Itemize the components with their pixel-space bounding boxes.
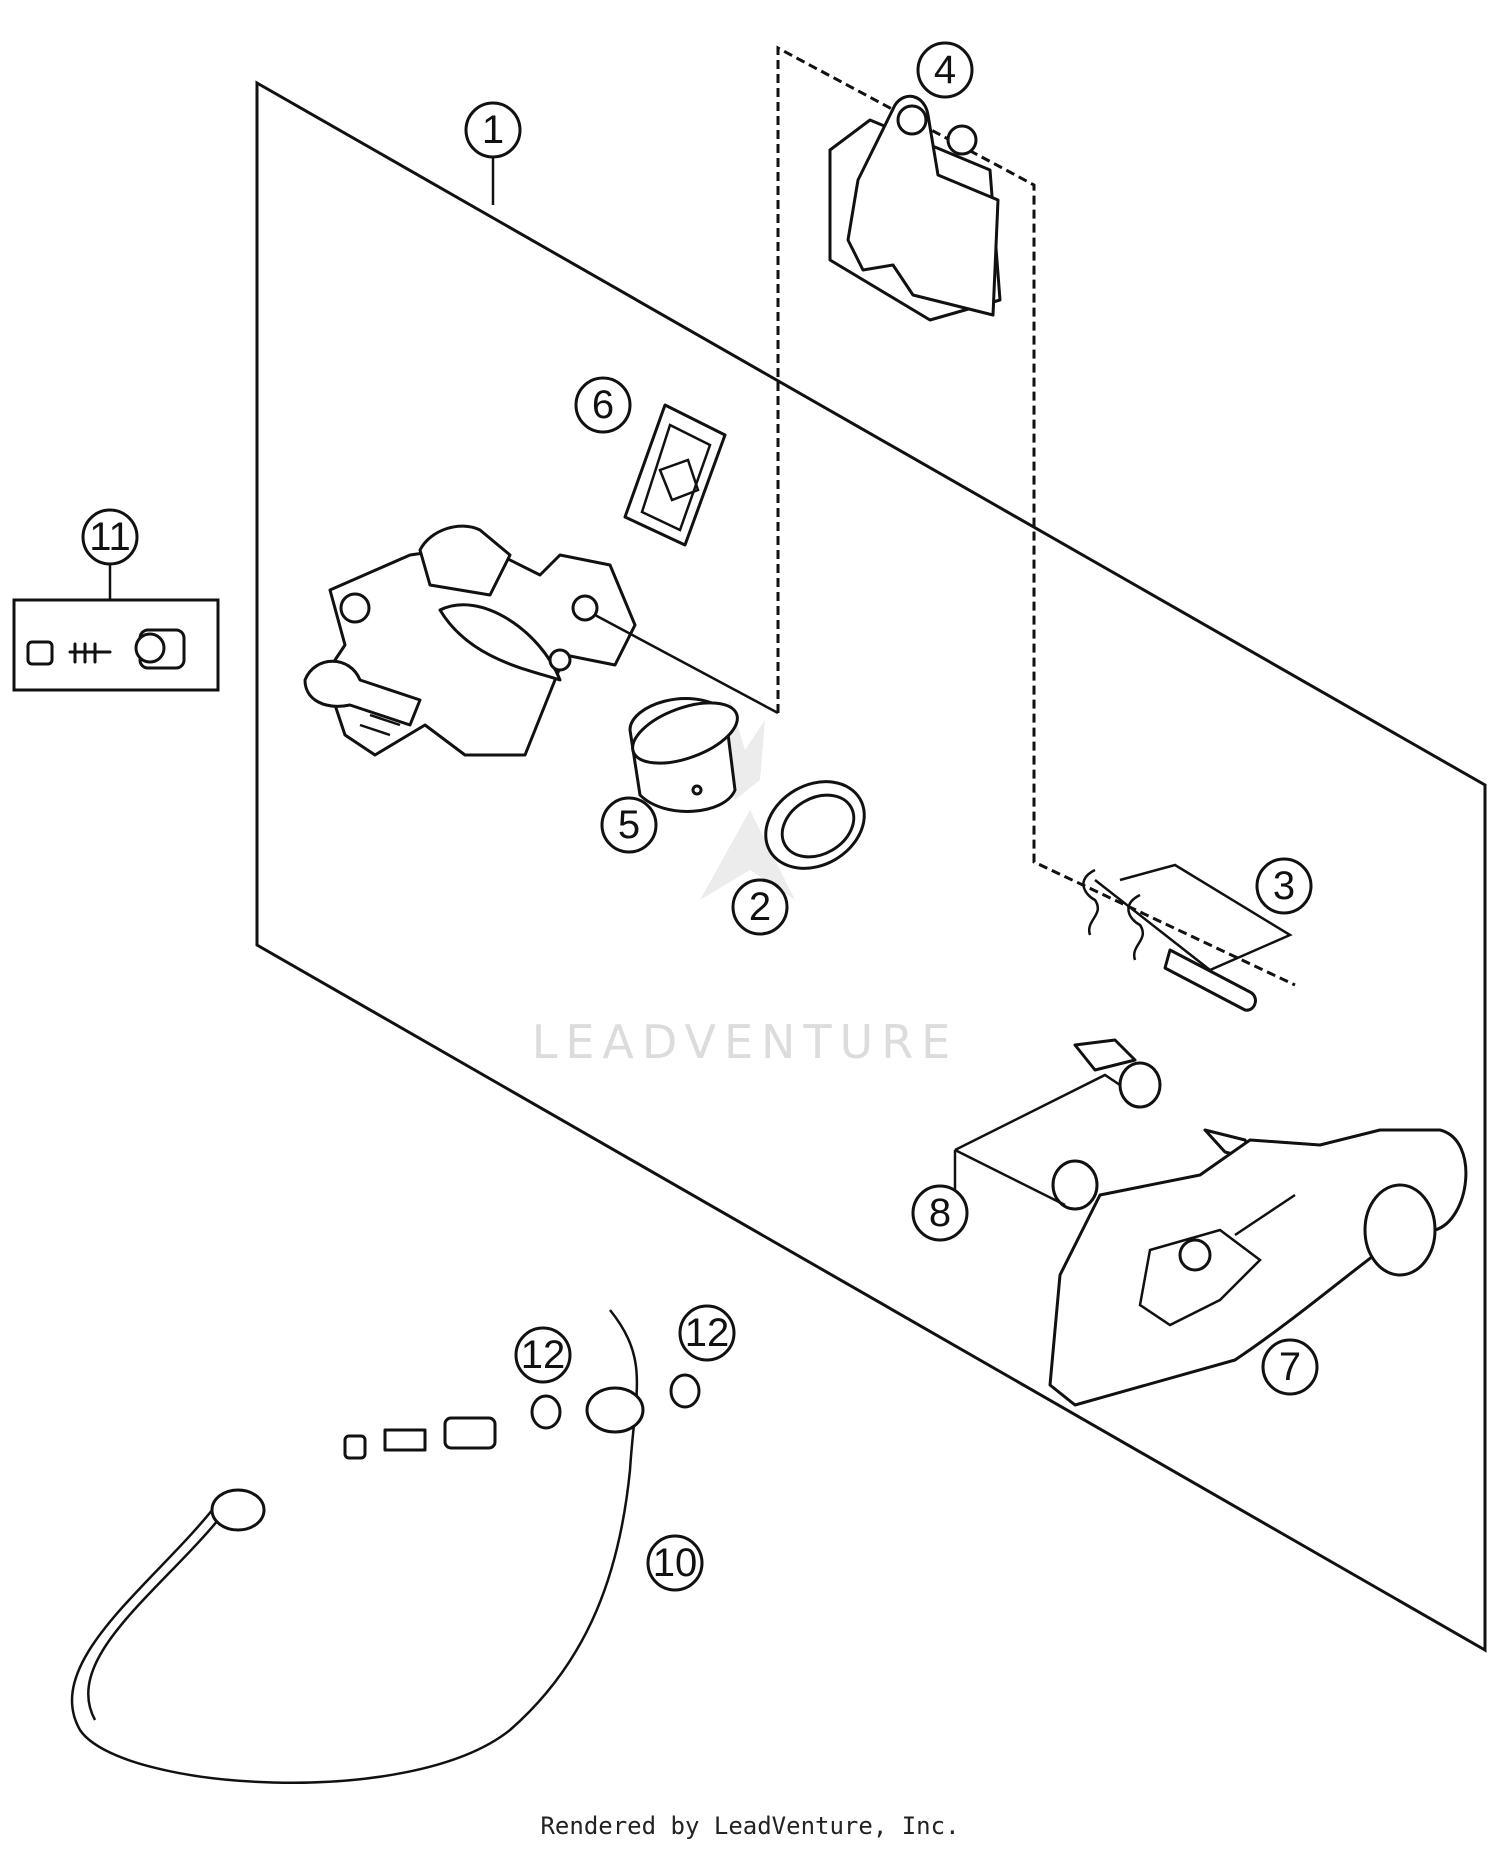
svg-text:3: 3 — [1273, 864, 1295, 908]
svg-text:8: 8 — [929, 1191, 951, 1235]
callout-10[interactable]: 10 — [646, 1534, 704, 1592]
svg-text:12: 12 — [685, 1311, 730, 1355]
caliper-assembly-frame — [255, 80, 1487, 1653]
footer-credit: Rendered by LeadVenture, Inc. — [540, 1812, 959, 1840]
svg-text:2: 2 — [749, 885, 771, 929]
svg-text:7: 7 — [1279, 1345, 1301, 1389]
caliper-leader — [594, 613, 779, 715]
brake-hose — [70, 1309, 701, 1784]
svg-text:6: 6 — [592, 383, 614, 427]
bushings — [953, 1038, 1257, 1211]
callout-1[interactable]: 1 — [464, 101, 522, 159]
piston — [628, 697, 739, 813]
callout-8[interactable]: 8 — [911, 1184, 969, 1242]
watermark-text: LEADVENTURE — [532, 1015, 959, 1069]
callout-4[interactable]: 4 — [916, 41, 974, 99]
callout-2[interactable]: 2 — [731, 878, 789, 936]
guide-pin-and-clips — [1082, 863, 1293, 1012]
callout-6[interactable]: 6 — [574, 376, 632, 434]
brake-pad-group-line — [776, 45, 1296, 987]
pad-spring — [623, 403, 727, 547]
caliper-support-bracket — [1048, 1128, 1468, 1407]
caliper-body — [303, 524, 637, 757]
callout-5[interactable]: 5 — [600, 796, 658, 854]
svg-text:11: 11 — [89, 515, 131, 559]
callout-7[interactable]: 7 — [1261, 1338, 1319, 1396]
bleeder-kit-parts — [26, 628, 186, 670]
callout-12-left[interactable]: 12 — [514, 1326, 572, 1384]
svg-text:12: 12 — [521, 1333, 566, 1377]
piston-seal — [764, 780, 866, 870]
svg-text:1: 1 — [482, 108, 504, 152]
callout-11[interactable]: 11 — [81, 508, 139, 566]
callout-3[interactable]: 3 — [1255, 857, 1313, 915]
callout-12-right[interactable]: 12 — [678, 1304, 736, 1362]
brake-pads — [828, 94, 1002, 322]
bleeder-kit-box — [12, 598, 220, 692]
svg-text:5: 5 — [618, 803, 640, 847]
svg-text:4: 4 — [934, 48, 956, 92]
svg-text:10: 10 — [653, 1541, 698, 1585]
